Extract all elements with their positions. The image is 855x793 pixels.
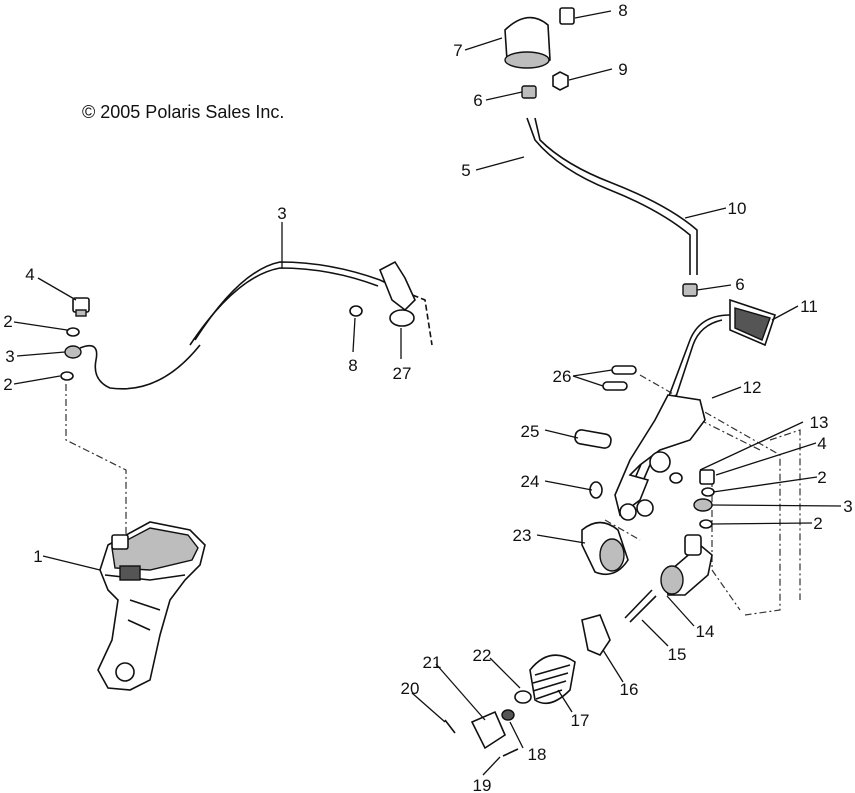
callout-4: 4 bbox=[817, 434, 826, 453]
callout-22: 22 bbox=[473, 646, 492, 665]
callout-24: 24 bbox=[521, 472, 540, 491]
callout-4: 4 bbox=[25, 265, 34, 284]
assembly-guide-lines bbox=[65, 374, 801, 616]
callout-8: 8 bbox=[348, 356, 357, 375]
callout-2: 2 bbox=[3, 375, 12, 394]
callout-6: 6 bbox=[473, 91, 482, 110]
callout-25: 25 bbox=[521, 422, 540, 441]
callout-27: 27 bbox=[393, 364, 412, 383]
callout-6: 6 bbox=[735, 275, 744, 294]
callout-9: 9 bbox=[618, 60, 627, 79]
brake-caliper bbox=[97, 521, 206, 691]
brake-pedal-assembly bbox=[444, 298, 777, 757]
callout-5: 5 bbox=[461, 161, 470, 180]
callout-15: 15 bbox=[668, 645, 687, 664]
callout-12: 12 bbox=[743, 378, 762, 397]
banjo-hose-fittings-left bbox=[60, 297, 201, 390]
callout-14: 14 bbox=[696, 622, 715, 641]
leader-lines bbox=[13, 10, 842, 776]
reservoir-assembly bbox=[504, 7, 698, 297]
callout-16: 16 bbox=[620, 680, 639, 699]
callout-2: 2 bbox=[817, 468, 826, 487]
callout-8: 8 bbox=[618, 1, 627, 20]
copyright-text: © 2005 Polaris Sales Inc. bbox=[82, 102, 284, 122]
callout-23: 23 bbox=[513, 526, 532, 545]
callout-17: 17 bbox=[571, 711, 590, 730]
callout-3: 3 bbox=[843, 497, 852, 516]
callout-26: 26 bbox=[553, 367, 572, 386]
callout-2: 2 bbox=[3, 312, 12, 331]
callout-2: 2 bbox=[813, 514, 822, 533]
callout-20: 20 bbox=[401, 679, 420, 698]
callout-21: 21 bbox=[423, 653, 442, 672]
callout-18: 18 bbox=[528, 745, 547, 764]
callout-13: 13 bbox=[810, 413, 829, 432]
callout-11: 11 bbox=[800, 297, 818, 316]
callout-3: 3 bbox=[277, 204, 286, 223]
callout-19: 19 bbox=[473, 776, 492, 793]
callout-1: 1 bbox=[33, 547, 42, 566]
brake-line bbox=[189, 260, 433, 346]
callout-10: 10 bbox=[728, 199, 747, 218]
callout-numbers: 1 2 2 2 2 3 3 3 4 4 5 6 6 7 8 8 9 10 11 … bbox=[3, 1, 852, 793]
callout-3: 3 bbox=[5, 347, 14, 366]
callout-7: 7 bbox=[453, 41, 462, 60]
